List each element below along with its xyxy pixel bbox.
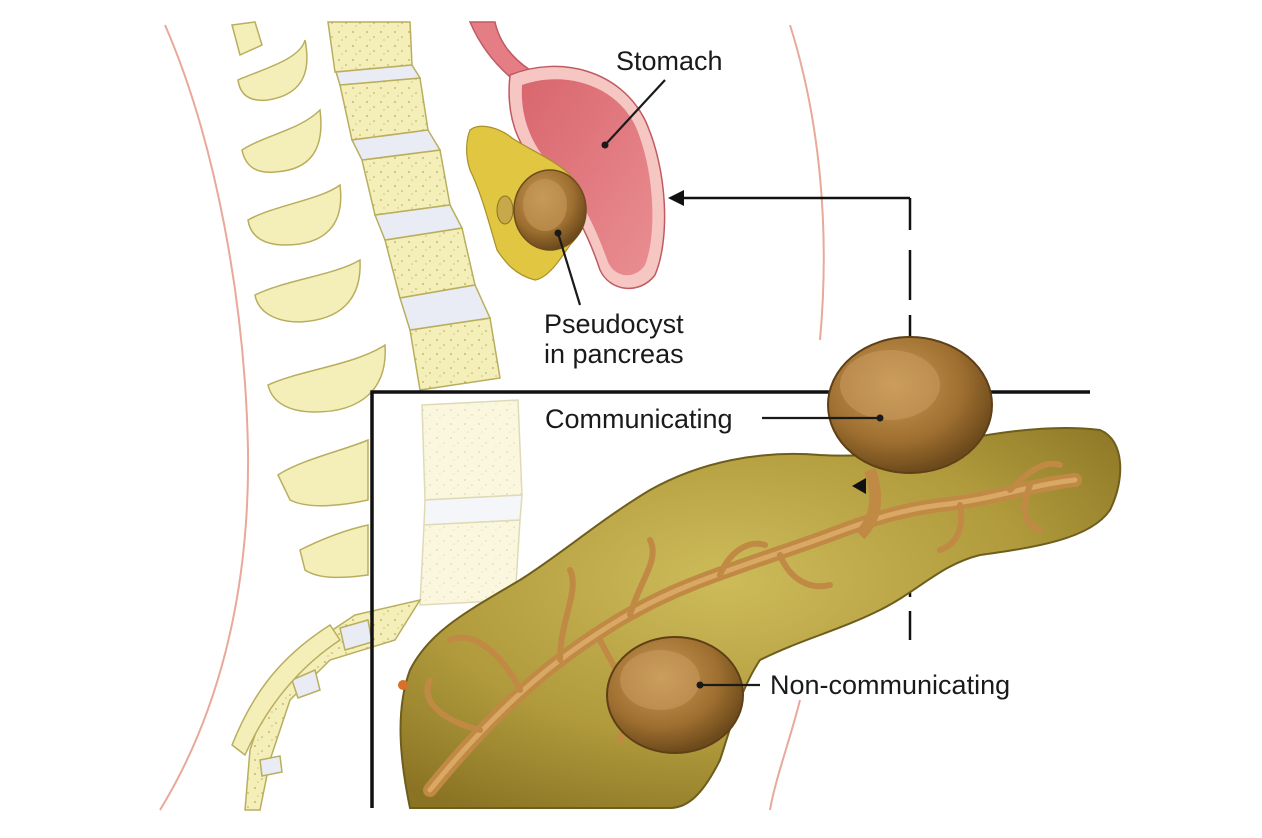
non-communicating-cyst [606,636,744,754]
spinous-process [237,39,308,102]
spinous-process [231,623,342,757]
non-communicating-label: Non-communicating [770,670,1010,700]
spinous-process [254,258,361,323]
spinous-processes [231,21,386,757]
disc [335,64,422,86]
spinous-process [267,343,386,413]
duct-branch [557,567,576,663]
duct-branch [937,502,965,553]
label-pseudocyst: Pseudocyst in pancreas [544,229,684,369]
pseudocyst-label-line2: in pancreas [544,339,684,369]
disc [350,129,442,161]
disc [373,204,464,241]
arrowhead [668,190,684,206]
label-communicating: Communicating [545,404,884,434]
duct-branch [1007,460,1063,493]
communicating-cyst [827,336,993,474]
spinous-process [241,108,322,173]
duct-branch [627,537,656,618]
spinous-process [299,524,369,579]
label-stomach: Stomach [601,46,723,149]
pseudocyst-label-line1: Pseudocyst [544,309,684,339]
disc [259,755,283,777]
pancreas-enlarged [398,336,1122,809]
vertebra [339,77,429,141]
vertebra [421,399,523,501]
spinous-process [247,183,342,246]
stomach-label: Stomach [616,46,723,76]
communicating-label: Communicating [545,404,733,434]
duct-branch [1021,482,1043,533]
spinous-process [231,21,263,57]
vertebra [409,317,501,391]
pancreas-upper [466,125,587,281]
spinous-process [277,438,369,507]
disc [399,284,492,331]
spine [244,21,523,811]
body-outline [159,24,825,811]
vertebra [361,149,451,216]
duct-branch [424,677,483,733]
disc [291,668,321,699]
small-arrowhead [852,478,866,494]
duct-branch [777,552,833,590]
label-non-communicating: Non-communicating [696,670,1010,700]
duct-branch [447,634,523,693]
vertebra [327,21,413,73]
duct-branch [717,540,768,578]
